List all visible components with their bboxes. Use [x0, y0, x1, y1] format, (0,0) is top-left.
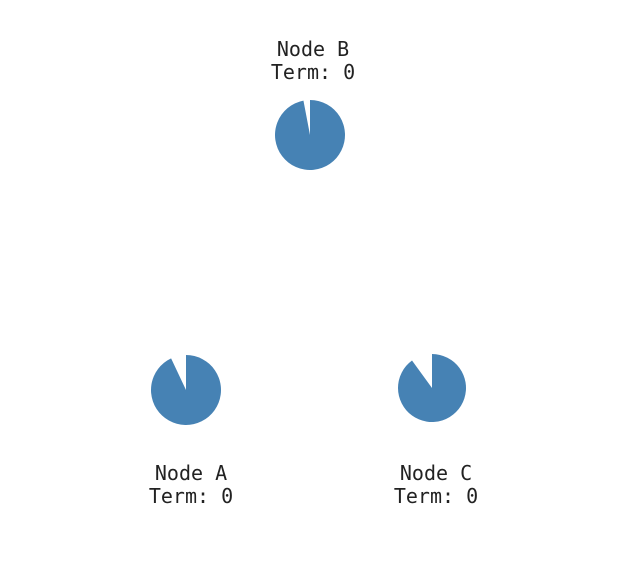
node-a-name: Node A — [155, 461, 227, 485]
node-c-name: Node C — [400, 461, 472, 485]
node-b-name: Node B — [277, 37, 349, 61]
node-b-term: Term: 0 — [271, 60, 355, 84]
node-c-disc — [397, 354, 466, 422]
node-c: Node C Term: 0 — [394, 354, 478, 508]
node-b: Node B Term: 0 — [271, 37, 355, 170]
node-a: Node A Term: 0 — [149, 355, 233, 508]
node-c-term: Term: 0 — [394, 484, 478, 508]
node-b-disc — [275, 100, 345, 170]
node-a-term: Term: 0 — [149, 484, 233, 508]
node-a-disc — [151, 355, 221, 426]
